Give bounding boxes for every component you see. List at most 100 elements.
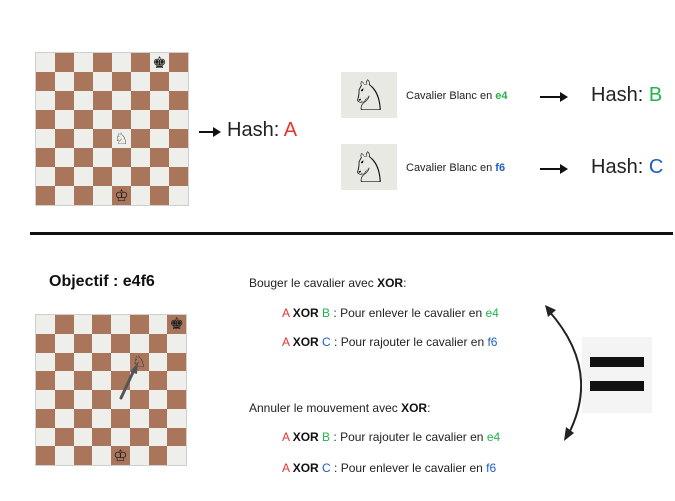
board-square bbox=[112, 91, 131, 110]
board-square bbox=[54, 352, 74, 372]
board-square bbox=[54, 408, 74, 428]
board-square bbox=[150, 110, 169, 129]
board-square bbox=[73, 408, 93, 428]
arrow-right-icon bbox=[540, 164, 568, 174]
board-square bbox=[148, 315, 168, 334]
board-square bbox=[129, 315, 149, 334]
board-square bbox=[93, 129, 112, 148]
board-square bbox=[111, 333, 130, 353]
board-square bbox=[54, 446, 74, 465]
board-square bbox=[112, 72, 131, 91]
black-king-icon: ♚ bbox=[152, 52, 167, 72]
knight-e4-label: Cavalier Blanc en e4 bbox=[406, 90, 508, 102]
board-square bbox=[112, 53, 131, 72]
board-square bbox=[92, 390, 111, 409]
board-square bbox=[54, 371, 74, 390]
chessboard-initial: ♚♘♔ bbox=[35, 52, 189, 206]
board-square bbox=[111, 352, 130, 372]
objective-title: Objectif : e4f6 bbox=[49, 273, 155, 290]
board-square bbox=[74, 110, 93, 129]
board-square bbox=[54, 315, 74, 334]
board-square bbox=[55, 167, 74, 186]
board-square bbox=[129, 408, 149, 428]
board-square bbox=[169, 167, 188, 186]
equals-icon bbox=[582, 337, 652, 413]
board-square bbox=[36, 427, 55, 447]
board-square bbox=[167, 427, 186, 447]
board-square bbox=[169, 129, 188, 148]
white-king-icon: ♔ bbox=[113, 445, 128, 465]
board-square bbox=[148, 333, 168, 353]
board-square bbox=[74, 72, 93, 91]
board-square bbox=[148, 427, 168, 447]
board-square bbox=[74, 91, 93, 110]
board-square bbox=[111, 427, 130, 447]
board-square bbox=[93, 72, 112, 91]
board-square bbox=[148, 408, 168, 428]
board-square bbox=[73, 427, 93, 447]
board-square bbox=[92, 315, 111, 334]
move-arrow bbox=[119, 362, 138, 400]
board-square bbox=[54, 390, 74, 409]
board-square bbox=[93, 53, 112, 72]
board-square bbox=[36, 167, 55, 186]
board-square bbox=[111, 390, 130, 409]
board-square bbox=[55, 91, 74, 110]
board-square bbox=[74, 53, 93, 72]
board-square bbox=[36, 371, 55, 390]
board-square bbox=[36, 408, 55, 428]
board-square bbox=[167, 352, 186, 372]
board-square bbox=[36, 352, 55, 372]
board-square bbox=[36, 110, 55, 129]
board-square bbox=[93, 186, 112, 205]
board-square bbox=[36, 72, 55, 91]
board-square bbox=[150, 91, 169, 110]
board-square bbox=[150, 167, 169, 186]
board-square bbox=[92, 371, 111, 390]
board-square bbox=[129, 446, 149, 465]
board-square bbox=[55, 186, 74, 205]
curved-double-arrow-icon bbox=[545, 305, 583, 441]
board-square bbox=[74, 186, 93, 205]
board-square bbox=[55, 72, 74, 91]
xor-line: A XOR B : Pour rajouter le cavalier en e… bbox=[282, 430, 501, 444]
board-square bbox=[93, 110, 112, 129]
board-square bbox=[93, 91, 112, 110]
board-square: ♚ bbox=[167, 315, 186, 334]
board-square bbox=[36, 446, 55, 465]
hash-b: Hash: B bbox=[591, 84, 663, 106]
board-square bbox=[148, 446, 168, 465]
board-square bbox=[169, 110, 188, 129]
board-square bbox=[150, 129, 169, 148]
board-square bbox=[167, 446, 186, 465]
board-square bbox=[73, 352, 93, 372]
board-square bbox=[150, 186, 169, 205]
board-square bbox=[74, 129, 93, 148]
board-square bbox=[111, 371, 130, 390]
board-square bbox=[92, 408, 111, 428]
xor-line: A XOR C : Pour enlever le cavalier en f6 bbox=[282, 461, 497, 475]
board-square bbox=[129, 390, 149, 409]
board-square bbox=[148, 371, 168, 390]
board-square bbox=[55, 129, 74, 148]
board-square bbox=[167, 408, 186, 428]
board-square bbox=[131, 167, 150, 186]
hash-c: Hash: C bbox=[591, 156, 664, 178]
board-square bbox=[36, 315, 55, 334]
arrow-right-icon bbox=[540, 92, 568, 102]
board-square bbox=[36, 129, 55, 148]
board-square bbox=[150, 72, 169, 91]
board-square bbox=[36, 333, 55, 353]
board-square bbox=[55, 148, 74, 167]
board-square bbox=[167, 390, 186, 409]
board-square bbox=[73, 390, 93, 409]
board-square bbox=[93, 148, 112, 167]
board-square: ♘ bbox=[112, 129, 131, 148]
board-square bbox=[36, 53, 55, 72]
board-square bbox=[92, 446, 111, 465]
board-square bbox=[73, 371, 93, 390]
board-square bbox=[73, 315, 93, 334]
chessboard-after-move: ♚♘♔ bbox=[35, 314, 187, 466]
board-square bbox=[54, 333, 74, 353]
knight-f6-label: Cavalier Blanc en f6 bbox=[406, 162, 506, 174]
